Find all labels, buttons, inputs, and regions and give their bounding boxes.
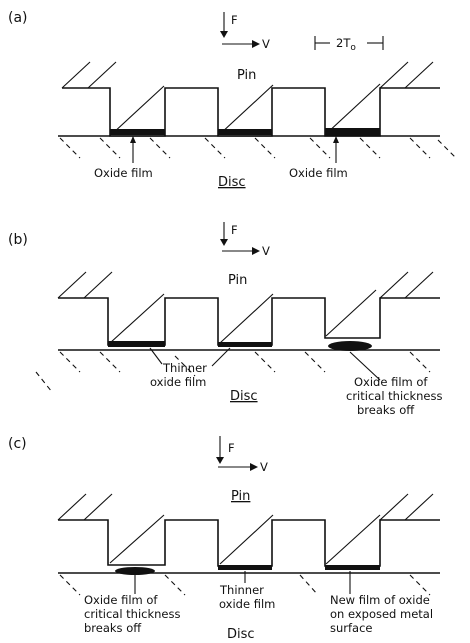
pointer-a1-head — [130, 136, 136, 143]
oxide-film-a1 — [110, 129, 165, 135]
panel-b: (b) F V Pin — [8, 222, 443, 417]
force-arrowhead-c — [216, 457, 224, 464]
disc-hatching-c — [59, 574, 431, 596]
note-thinner-b-l1: Thinner — [162, 361, 207, 375]
oxide-film-c2 — [218, 565, 272, 570]
pointer-b2 — [211, 347, 231, 367]
disc-label-a: Disc — [218, 175, 246, 190]
panel-c-label: (c) — [8, 436, 27, 452]
panel-b-label: (b) — [8, 232, 28, 248]
note-new-film-c-l1: New film of oxide — [330, 593, 430, 607]
disc-label-b: Disc — [230, 389, 258, 404]
force-label-a: F — [231, 13, 238, 27]
disc-label-c: Disc — [227, 627, 255, 642]
pin-hatching-c — [57, 493, 434, 565]
pointer-b3 — [349, 351, 381, 381]
panel-c: (c) F V Pin — [8, 436, 440, 642]
pitch-dimension-a: 2To — [314, 36, 384, 53]
oxide-film-b3-breaking — [328, 341, 372, 351]
velocity-label-b: V — [262, 244, 270, 258]
velocity-label-c: V — [260, 460, 268, 474]
pin-label-c: Pin — [231, 489, 250, 504]
note-critical-c-l3: breaks off — [84, 621, 142, 635]
force-label-c: F — [228, 441, 235, 455]
note-critical-b-l1: Oxide film of — [354, 375, 428, 389]
pointer-a2-head — [333, 136, 339, 143]
pin-label-b: Pin — [228, 273, 247, 288]
disc-hatching-a — [59, 137, 457, 159]
note-critical-c-l1: Oxide film of — [84, 593, 158, 607]
note-oxide-film-a2: Oxide film — [289, 166, 348, 180]
velocity-arrowhead-a — [252, 40, 260, 48]
pin-label-a: Pin — [237, 68, 256, 83]
velocity-arrowhead-c — [250, 463, 258, 471]
panel-a: (a) F V 2To Pin — [8, 10, 457, 190]
panel-a-label: (a) — [8, 10, 28, 26]
pin-hatching-a — [61, 61, 434, 135]
note-new-film-c-l2: on exposed metal — [330, 607, 433, 621]
note-new-film-c-l3: surface — [330, 621, 373, 635]
force-arrowhead-b — [220, 239, 228, 246]
note-critical-b-l2: critical thickness — [346, 389, 443, 403]
disc-hatching-b — [35, 351, 431, 393]
oxide-film-a2 — [218, 129, 272, 135]
note-critical-c-l2: critical thickness — [84, 607, 181, 621]
note-thinner-b-l2: oxide film — [150, 375, 206, 389]
pin-profile-c — [58, 519, 440, 567]
note-thinner-c-l2: oxide film — [219, 597, 275, 611]
oxide-film-b1 — [108, 341, 165, 347]
force-velocity-indicator-c: F V — [216, 436, 268, 474]
note-thinner-c-l1: Thinner — [219, 583, 264, 597]
force-velocity-indicator-a: F V — [220, 12, 270, 51]
pin-hatching-b — [57, 271, 434, 344]
pitch-label: 2To — [336, 36, 356, 53]
oxide-film-c3-new — [325, 565, 380, 570]
force-arrowhead-a — [220, 31, 228, 38]
note-oxide-film-a1: Oxide film — [94, 166, 153, 180]
pin-profile-a — [62, 87, 440, 137]
force-velocity-indicator-b: F V — [220, 222, 270, 258]
velocity-label-a: V — [262, 37, 270, 51]
oxide-film-b2 — [218, 342, 272, 347]
note-critical-b-l3: breaks off — [357, 403, 415, 417]
oxide-film-a3 — [325, 128, 380, 136]
velocity-arrowhead-b — [252, 247, 260, 255]
force-label-b: F — [231, 223, 238, 237]
pointer-b1 — [149, 347, 163, 365]
